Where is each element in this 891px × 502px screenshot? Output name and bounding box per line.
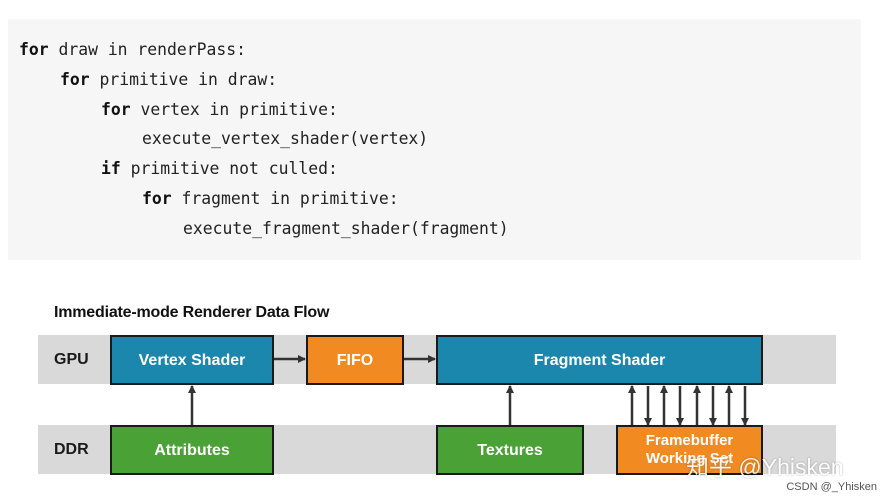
attributes-box: Attributes bbox=[110, 425, 274, 475]
code-text: vertex in primitive: bbox=[130, 100, 338, 119]
code-keyword: for bbox=[101, 100, 131, 119]
diagram-title: Immediate-mode Renderer Data Flow bbox=[54, 304, 330, 321]
fifo-box: FIFO bbox=[306, 335, 404, 385]
gpu-lane-label: GPU bbox=[54, 351, 89, 368]
code-line: for primitive in draw: bbox=[60, 68, 277, 92]
framebuffer-box: Framebuffer Working Set bbox=[616, 425, 763, 475]
code-keyword: for bbox=[142, 189, 172, 208]
vertex-shader-box: Vertex Shader bbox=[110, 335, 274, 385]
ddr-lane-label: DDR bbox=[54, 441, 89, 458]
code-keyword: if bbox=[101, 159, 121, 178]
code-text: draw in renderPass: bbox=[48, 40, 246, 59]
code-text: fragment in primitive: bbox=[171, 189, 399, 208]
code-line: execute_vertex_shader(vertex) bbox=[142, 127, 428, 151]
fragment-shader-box: Fragment Shader bbox=[436, 335, 763, 385]
code-line: execute_fragment_shader(fragment) bbox=[183, 217, 509, 241]
code-text: execute_fragment_shader(fragment) bbox=[183, 219, 509, 238]
code-line: if primitive not culled: bbox=[101, 157, 338, 181]
csdn-credit: CSDN @_Yhisken bbox=[786, 481, 877, 493]
code-text: primitive not culled: bbox=[120, 159, 338, 178]
code-block: for draw in renderPass: for primitive in… bbox=[8, 19, 861, 260]
code-line: for vertex in primitive: bbox=[101, 98, 338, 122]
zhihu-watermark: 知乎 @Yhisken bbox=[686, 454, 844, 480]
code-keyword: for bbox=[19, 40, 49, 59]
code-text: primitive in draw: bbox=[89, 70, 278, 89]
code-text: execute_vertex_shader(vertex) bbox=[142, 129, 429, 148]
code-keyword: for bbox=[60, 70, 90, 89]
code-line: for fragment in primitive: bbox=[142, 187, 399, 211]
textures-box: Textures bbox=[436, 425, 584, 475]
code-line: for draw in renderPass: bbox=[19, 38, 246, 62]
